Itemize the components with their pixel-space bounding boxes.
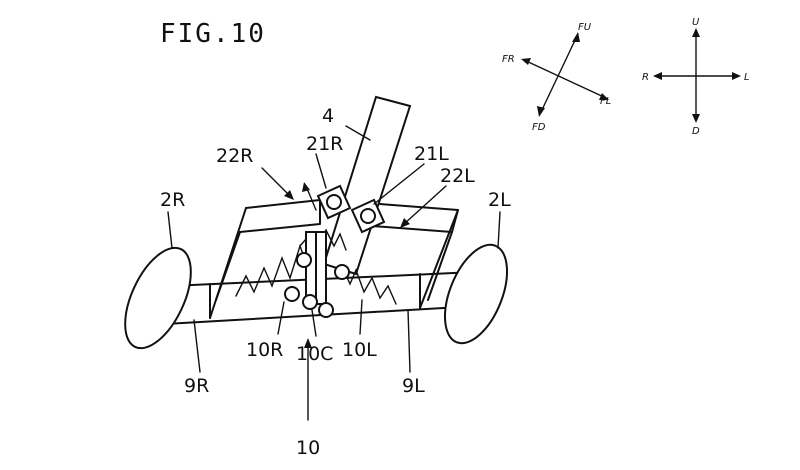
direction-d-label: D xyxy=(692,126,700,137)
label-steering: 4 xyxy=(322,105,334,127)
wheel-2r-tire xyxy=(124,246,192,350)
fu-arrow-icon xyxy=(572,32,580,42)
l-arrow-icon xyxy=(732,72,741,80)
leader-10c xyxy=(311,309,317,337)
label-spring-center: 10C xyxy=(296,343,333,365)
direction-u-label: U xyxy=(692,17,700,28)
u-arrow-icon xyxy=(692,28,700,37)
wheel-2l-tire xyxy=(444,243,508,345)
label-spring-left: 10L xyxy=(342,339,377,361)
fd-arrow-icon xyxy=(537,106,545,117)
wheel-2r xyxy=(124,246,192,350)
fr-arrow-icon xyxy=(521,58,531,65)
arm-22r-top xyxy=(239,199,321,233)
label-arm-left: 22L xyxy=(440,165,475,187)
leader-10l xyxy=(359,299,363,335)
direction-fr-label: FR xyxy=(502,54,515,65)
pivot-upper-left xyxy=(334,264,350,280)
d-arrow-icon xyxy=(692,114,700,123)
label-wheel-right: 2R xyxy=(160,189,185,211)
arm-22l-strut xyxy=(419,209,459,309)
leader-22l-arrow-icon xyxy=(400,218,410,228)
leader-22r xyxy=(261,167,291,197)
sensor-21r-ring xyxy=(326,194,342,210)
label-wheel-left: 2L xyxy=(488,189,511,211)
direction-fl-label: FL xyxy=(600,96,611,107)
pivots xyxy=(284,252,350,318)
label-assembly: 10 xyxy=(296,437,320,459)
oblique-direction-indicator: FU FD FR FL xyxy=(502,22,611,133)
leader-9l xyxy=(407,309,411,373)
direction-r-label: R xyxy=(642,72,649,83)
sensor-21l-ring xyxy=(360,208,376,224)
upper-arm-22r xyxy=(209,199,321,319)
leader-22l xyxy=(403,185,447,225)
spring-10r xyxy=(235,243,307,297)
arm-22l-top xyxy=(371,203,459,233)
label-link-left: 9L xyxy=(402,375,425,397)
spring-10c xyxy=(305,231,327,305)
pivot-lower-left xyxy=(318,302,334,318)
label-arm-right: 22R xyxy=(216,145,253,167)
r-arrow-icon xyxy=(653,72,662,80)
pivot-upper-right xyxy=(296,252,312,268)
fr-fl-axis xyxy=(523,59,607,99)
spring-10r-coil xyxy=(235,243,307,297)
leader-10-arrow-icon xyxy=(304,338,312,348)
direction-fd-label: FD xyxy=(532,122,546,133)
arm-22r-inner xyxy=(215,231,241,301)
pivot-lower-center xyxy=(302,294,318,310)
label-link-right: 9R xyxy=(184,375,209,397)
leader-10r xyxy=(277,301,285,335)
sensor-21r-body xyxy=(316,184,352,220)
figure-title: FIG.10 xyxy=(160,19,266,49)
direction-l-label: L xyxy=(744,72,750,83)
leader-22r-arrow-icon xyxy=(284,190,294,200)
label-sensor-right: 21R xyxy=(306,133,343,155)
sensor-21l-body xyxy=(350,198,386,234)
leader-2r xyxy=(167,211,173,249)
reference-labels: 4 21R 21L 22R 22L 2R 2L 10R 10C 10L 9R 9… xyxy=(160,105,511,459)
leader-lines xyxy=(167,125,501,421)
direction-fu-label: FU xyxy=(578,22,592,33)
leader-21l xyxy=(373,163,425,205)
fu-fd-axis xyxy=(539,33,579,115)
sensor-21l xyxy=(350,198,386,234)
spring-10l-coil xyxy=(341,265,397,305)
leader-up-arrow-icon xyxy=(302,182,310,192)
upper-arm-22l xyxy=(371,203,459,309)
leader-21r xyxy=(315,153,327,189)
fl-arrow-icon xyxy=(599,93,609,100)
leader-2l xyxy=(497,211,501,249)
plain-direction-indicator: U D R L xyxy=(642,17,750,137)
leader-9r xyxy=(193,319,201,373)
leader-4 xyxy=(345,125,371,141)
pivot-lower-right xyxy=(284,286,300,302)
label-spring-right: 10R xyxy=(246,339,283,361)
arm-22l-inner xyxy=(427,231,453,301)
sensor-21r xyxy=(316,184,352,220)
wheel-2l xyxy=(444,243,508,345)
label-sensor-left: 21L xyxy=(414,143,449,165)
